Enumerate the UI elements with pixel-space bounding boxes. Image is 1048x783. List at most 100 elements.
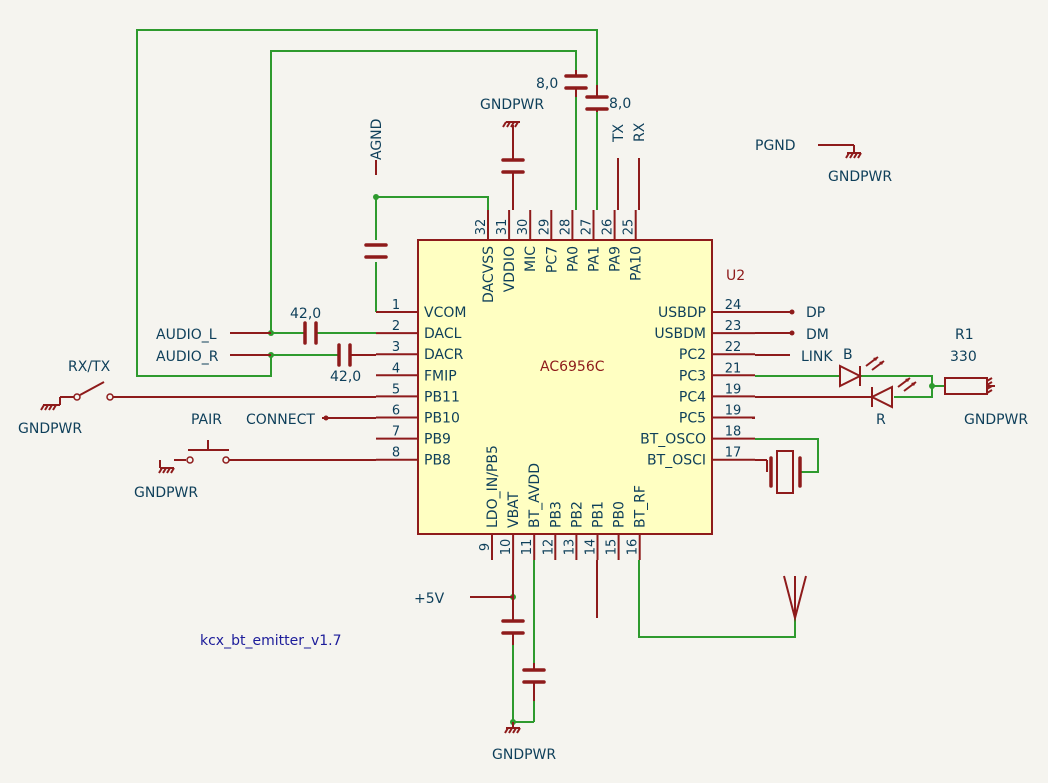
chip-pin-number: 19 <box>725 382 742 397</box>
chip-pin-number: 29 <box>537 219 552 236</box>
chip-pin-name: PA0 <box>565 246 581 272</box>
r1-ref: R1 <box>955 327 974 343</box>
chip-pin-number: 31 <box>495 219 510 236</box>
chip-pin-name: VBAT <box>506 491 522 528</box>
chip-pin-name: PC5 <box>679 411 706 427</box>
chip-value: AC6956C <box>540 359 605 375</box>
gndpwr-bottom-icon <box>504 722 521 734</box>
chip-pin-name: PB11 <box>424 389 460 405</box>
chip-pin-number: 16 <box>626 539 641 556</box>
chip-body <box>417 239 713 535</box>
chip-pin-name: PC2 <box>679 347 706 363</box>
cap-dacl-value: 42,0 <box>290 306 321 322</box>
chip-pin-number: 6 <box>392 404 400 419</box>
chip-pin-name: PC7 <box>544 246 560 273</box>
junction <box>929 383 935 389</box>
junction <box>373 194 379 200</box>
wire-leds-r1 <box>860 375 933 398</box>
chip-pin-name: PB1 <box>591 501 607 528</box>
chip-pin-number: 19 <box>725 404 742 419</box>
chip-pin-name: PA1 <box>587 246 603 272</box>
chip-pin-name: FMIP <box>424 368 457 384</box>
chip-pin-number: 21 <box>725 361 742 376</box>
chip-pin-number: 26 <box>601 219 616 236</box>
chip-pin-number: 25 <box>622 219 637 236</box>
label-gndpwr-pgnd: GNDPWR <box>828 169 892 185</box>
label-gndpwr-top: GNDPWR <box>480 97 544 113</box>
chip-pin-number: 3 <box>392 340 400 355</box>
chip-pin-name: BT_OSCO <box>640 432 706 448</box>
chip-pin-name: USBDP <box>658 305 706 321</box>
wire-pa0-audio-l <box>270 50 577 333</box>
chip-pin-name: PA10 <box>629 246 645 281</box>
label-gndpwr-pair: GNDPWR <box>134 485 198 501</box>
chip-pin-number: 15 <box>605 539 620 556</box>
chip-pin-name: PB8 <box>424 453 451 469</box>
chip-pin-name: DACL <box>424 326 462 342</box>
chip-pin-number: 18 <box>725 425 742 440</box>
chip-pin-name: PB10 <box>424 411 460 427</box>
chip-pin-name: PA9 <box>608 246 624 272</box>
chip-pin-number: 32 <box>474 219 489 236</box>
chip-pin-name: BT_RF <box>633 485 649 528</box>
chip-pin-name: PC4 <box>679 389 706 405</box>
led-b-icon <box>839 356 885 388</box>
project-title: kcx_bt_emitter_v1.7 <box>200 633 342 649</box>
chip-pin-number: 1 <box>392 298 400 313</box>
chip-pin-name: DACVSS <box>481 246 497 303</box>
chip-pin-name: DACR <box>424 347 464 363</box>
chip-pin-number: 5 <box>392 382 400 397</box>
chip-pin-number: 4 <box>392 361 400 376</box>
net-audio-l: AUDIO_L <box>156 327 217 343</box>
chip-pin-number: 30 <box>516 219 531 236</box>
chip-pin-number: 2 <box>392 319 400 334</box>
chip-pin-name: PB0 <box>612 501 628 528</box>
switch-rxtx-icon <box>60 381 376 401</box>
chip-pin-number: 17 <box>725 446 742 461</box>
label-gndpwr-r1: GNDPWR <box>964 412 1028 428</box>
led-r-icon <box>755 377 917 409</box>
wire-osco-crystal <box>755 438 819 473</box>
chip-pin-name: BT_OSCI <box>647 453 706 469</box>
chip-pin-number: 10 <box>499 539 514 556</box>
chip-pin-name: LDO_IN/PB5 <box>485 445 501 528</box>
net-plus5v: +5V <box>414 591 445 607</box>
chip-pin-number: 23 <box>725 319 742 334</box>
antenna-icon <box>783 575 807 622</box>
crystal-icon <box>755 450 802 494</box>
chip-pin-number: 14 <box>584 539 599 556</box>
chip-pin-name: VDDIO <box>502 246 518 292</box>
net-dm: DM <box>806 327 829 343</box>
gndpwr-top-icon <box>502 121 520 128</box>
switch-rxtx-label: RX/TX <box>68 359 111 375</box>
chip-pin-number: 9 <box>478 543 493 551</box>
chip-pin-number: 11 <box>520 539 535 556</box>
chip-pin-name: MIC <box>523 246 539 272</box>
chip-pin-name: PB9 <box>424 432 451 448</box>
net-connect: CONNECT <box>246 412 315 428</box>
resistor-r1-icon <box>944 377 988 395</box>
gndpwr-r1-icon <box>986 377 995 394</box>
chip-pin-number: 28 <box>558 219 573 236</box>
chip-pin-number: 13 <box>562 539 577 556</box>
r1-value: 330 <box>950 349 977 365</box>
chip-ref: U2 <box>726 268 745 284</box>
net-tx: TX <box>611 123 627 143</box>
chip-pin-number: 12 <box>541 539 556 556</box>
chip-pin-name: PB2 <box>569 501 585 528</box>
wire-pa1-audio-r <box>136 29 598 377</box>
wire-agnd-dacvss <box>375 196 489 240</box>
wire-antenna <box>638 560 796 638</box>
net-audio-r: AUDIO_R <box>156 349 219 365</box>
gndpwr-pair-icon <box>158 460 175 474</box>
led-r-label: R <box>876 412 886 428</box>
chip-pin-number: 8 <box>392 446 400 461</box>
gndpwr-rxtx-icon <box>40 397 61 411</box>
label-gndpwr-bottom: GNDPWR <box>492 747 556 763</box>
net-pgnd: PGND <box>755 138 796 154</box>
chip-pin-name: USBDM <box>654 326 706 342</box>
led-b-label: B <box>843 347 853 363</box>
chip-pin-name: PB3 <box>548 501 564 528</box>
